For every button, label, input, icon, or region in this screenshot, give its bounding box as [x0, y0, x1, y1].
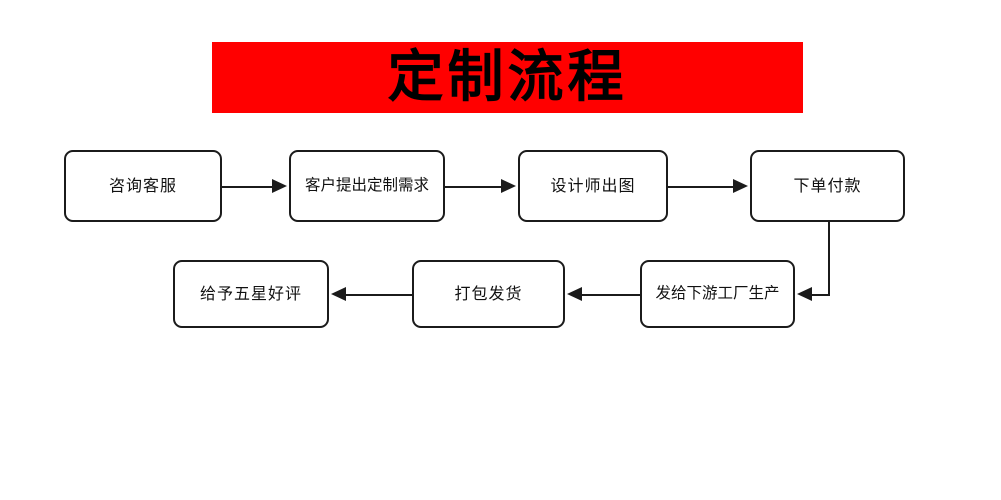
- flow-node-label: 下单付款: [793, 176, 862, 195]
- flow-node-label: 咨询客服: [108, 176, 177, 195]
- flow-node-step4[interactable]: 下单付款: [750, 150, 905, 222]
- arrow-head-left-icon: [567, 287, 582, 301]
- title-banner: 定制流程: [212, 42, 803, 113]
- flow-node-label: 客户提出定制需求: [304, 176, 429, 195]
- connector-line-vertical: [828, 222, 830, 295]
- flow-node-step6[interactable]: 打包发货: [412, 260, 565, 328]
- flow-node-step3[interactable]: 设计师出图: [518, 150, 668, 222]
- page-title: 定制流程: [387, 43, 628, 110]
- flow-node-step5[interactable]: 发给下游工厂生产: [640, 260, 795, 328]
- flow-node-label: 打包发货: [454, 284, 523, 303]
- connector-line: [222, 186, 274, 188]
- flow-node-step7[interactable]: 给予五星好评: [173, 260, 329, 328]
- arrow-head-left-icon: [797, 287, 812, 301]
- arrow-head-right-icon: [733, 179, 748, 193]
- arrow-head-left-icon: [331, 287, 346, 301]
- arrow-head-right-icon: [501, 179, 516, 193]
- connector-line: [812, 294, 830, 296]
- connector-line: [346, 294, 412, 296]
- arrow-head-right-icon: [272, 179, 287, 193]
- flow-node-label: 发给下游工厂生产: [655, 284, 780, 303]
- flow-node-label: 设计师出图: [550, 176, 636, 195]
- connector-line: [582, 294, 640, 296]
- flow-node-step1[interactable]: 咨询客服: [64, 150, 222, 222]
- connector-line: [445, 186, 503, 188]
- connector-line: [668, 186, 735, 188]
- flow-node-label: 给予五星好评: [199, 284, 302, 303]
- flow-node-step2[interactable]: 客户提出定制需求: [289, 150, 445, 222]
